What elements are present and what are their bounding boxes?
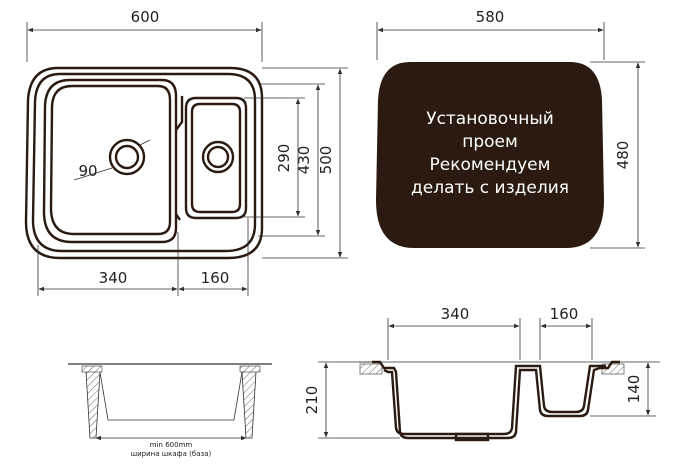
small-bowl-height-label: 290	[275, 144, 293, 173]
sink-top-view	[24, 66, 264, 260]
cutout-note-line-2: проем	[462, 132, 518, 152]
profile-right-depth-label: 140	[625, 375, 643, 404]
profile-right-width-label: 160	[550, 305, 579, 323]
cutout-note-line-1: Установочный	[426, 109, 554, 129]
total-height-label: 500	[317, 146, 335, 175]
cutout-height-label: 480	[614, 141, 632, 170]
cabinet-section: min 600mm ширина шкафа (база)	[68, 363, 272, 458]
cutout-note-line-3: Рекомендуем	[430, 155, 551, 175]
right-bowl-width-label: 160	[201, 269, 230, 287]
cutout-template: 580 480	[376, 8, 645, 249]
bowl-height-label: 430	[295, 146, 313, 175]
left-bowl-width-label: 340	[99, 269, 128, 287]
profile-left-depth-label: 210	[303, 386, 321, 415]
profile-left-width-label: 340	[441, 305, 470, 323]
drain-leader	[73, 167, 113, 181]
cutout-note: Установочный проем Рекомендуем делать с …	[411, 109, 569, 198]
cabinet-min-width-label: min 600mm	[150, 441, 193, 449]
cabinet-width-label: ширина шкафа (база)	[131, 450, 212, 458]
drain-diameter-label: 90	[78, 162, 97, 180]
cutout-width-label: 580	[476, 8, 505, 26]
cutout-note-line-4: делать с изделия	[411, 178, 569, 198]
sink-profile: 340 160 210 140	[303, 305, 660, 442]
top-view-dimensions: 600 90 290 430 500 340 160	[26, 8, 348, 296]
width-dim-label: 600	[131, 8, 160, 26]
